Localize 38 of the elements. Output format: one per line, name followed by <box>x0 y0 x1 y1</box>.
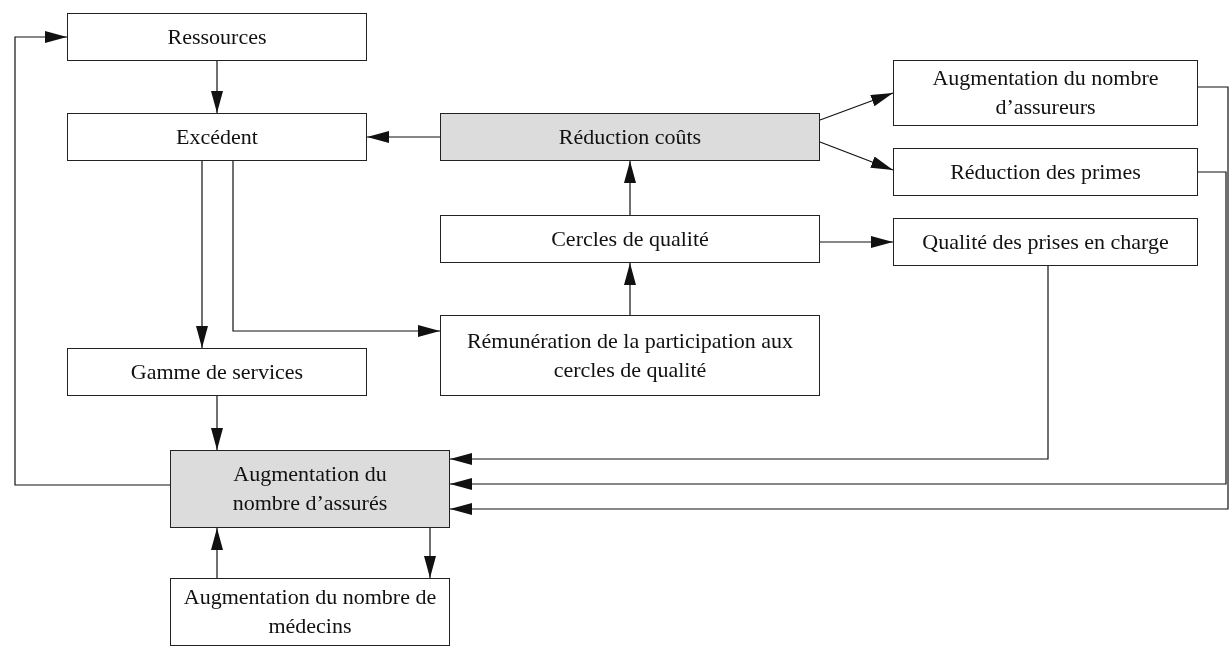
box-label: Réduction coûts <box>558 122 702 151</box>
arrow <box>819 92 894 121</box>
process-box <box>440 315 820 396</box>
process-box <box>67 113 367 161</box>
box-label: Augmentation du nombre d’assureurs <box>931 64 1160 121</box>
arrow <box>14 31 171 486</box>
process-box <box>893 218 1198 266</box>
box-label: Réduction des primes <box>950 157 1141 186</box>
arrow <box>366 131 441 143</box>
box-label: Gamme de services <box>130 357 304 386</box>
arrow <box>624 262 636 316</box>
process-box <box>440 113 820 161</box>
arrow <box>211 60 223 114</box>
arrow <box>819 236 894 248</box>
box-label: Cercles de qualité <box>551 224 709 253</box>
process-box <box>170 578 450 646</box>
box-label: Excédent <box>176 122 258 151</box>
process-box <box>67 348 367 396</box>
arrow <box>449 265 1049 465</box>
arrow <box>449 86 1229 515</box>
box-label: Rémunération de la participation aux cercles de qualité <box>465 326 795 384</box>
arrow <box>232 160 441 337</box>
box-label: Qualité des prises en charge <box>922 227 1169 256</box>
arrow <box>211 527 223 579</box>
process-box <box>67 13 367 61</box>
box-label: Augmentation du nombre de médecins <box>182 583 438 640</box>
process-box <box>893 60 1198 126</box>
arrow <box>196 160 208 349</box>
arrow <box>449 171 1227 490</box>
box-label: Ressources <box>167 22 267 51</box>
process-box <box>893 148 1198 196</box>
box-label: Augmentation du nombre d’assurés <box>231 460 389 517</box>
arrow <box>624 160 636 216</box>
arrow <box>819 141 894 171</box>
arrow <box>424 527 436 579</box>
process-box <box>440 215 820 263</box>
arrow <box>211 395 223 451</box>
process-box <box>170 450 450 528</box>
